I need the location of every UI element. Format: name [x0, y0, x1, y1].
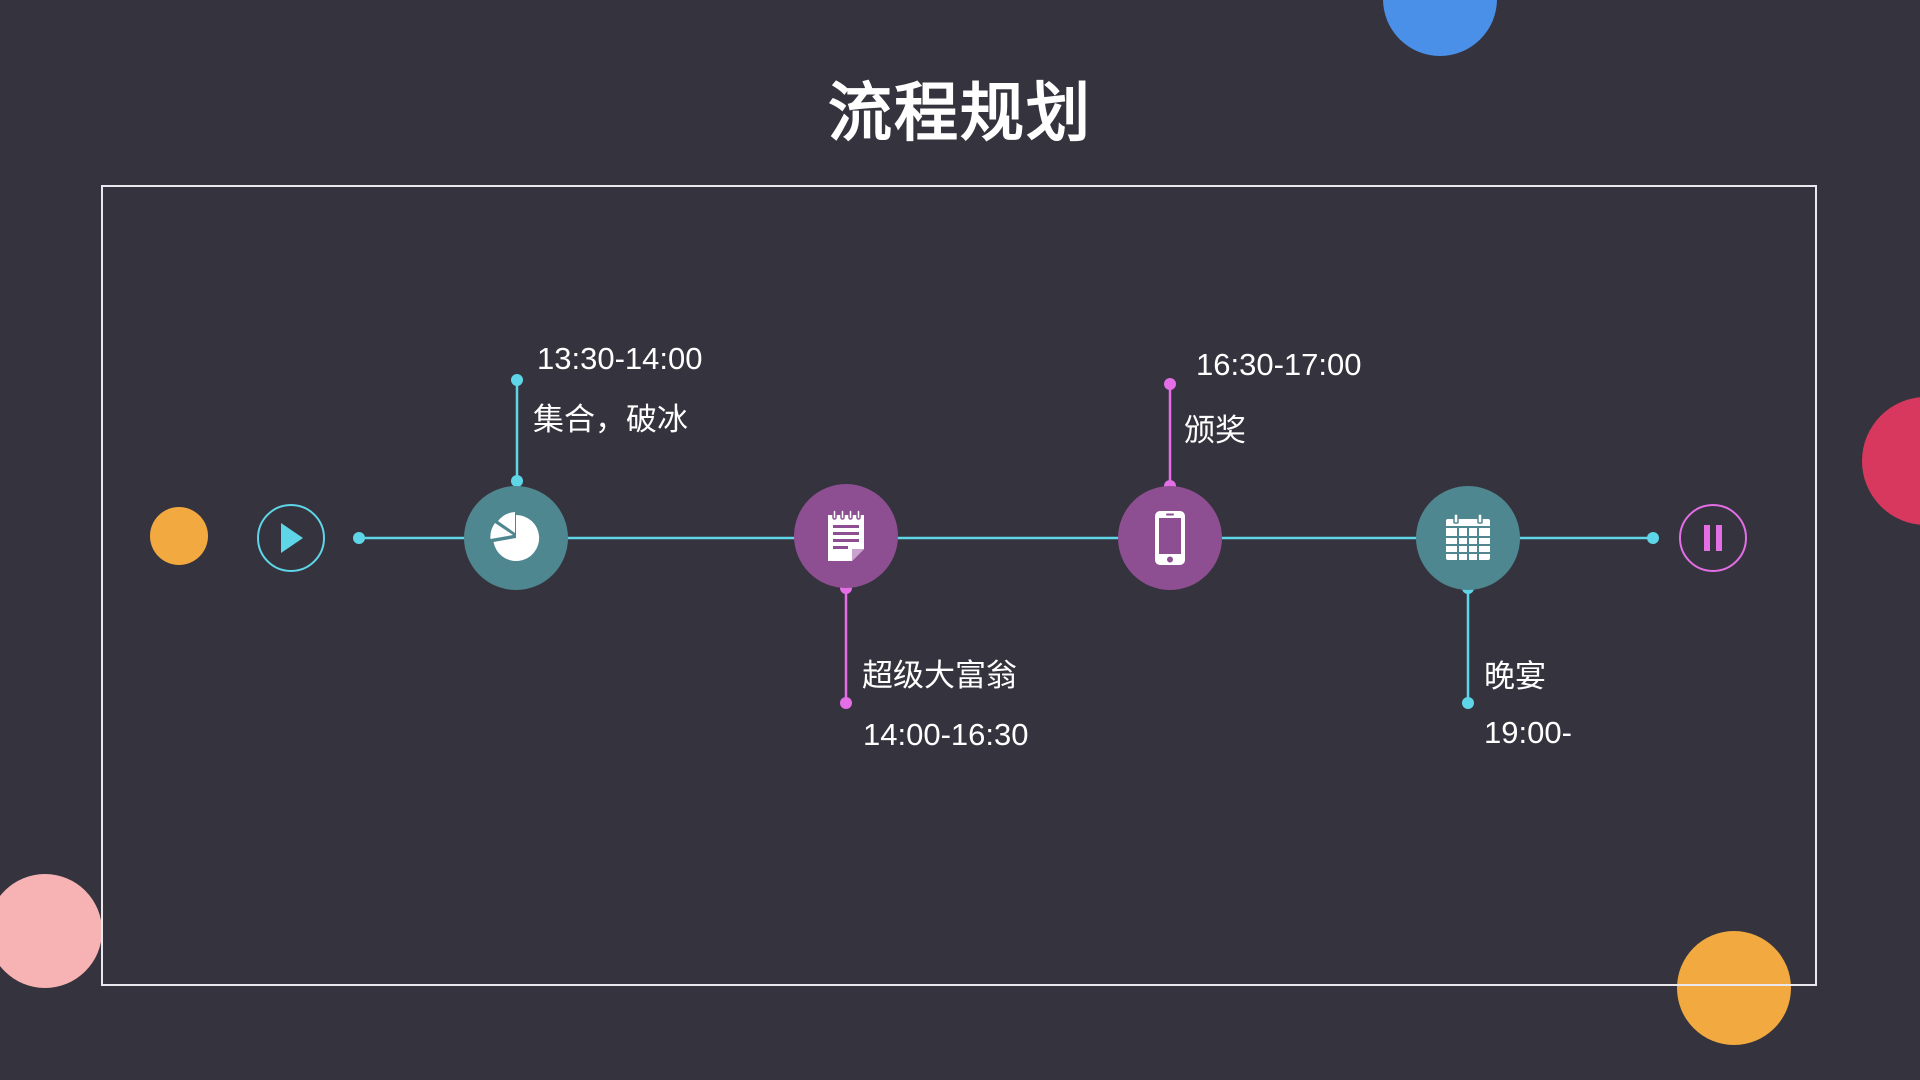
pause-icon [1704, 525, 1722, 551]
smartphone-icon [1155, 511, 1185, 565]
event-2-name: 超级大富翁 [862, 658, 1017, 694]
calendar-icon [1446, 514, 1490, 560]
content-frame [101, 185, 1817, 986]
timeline-start-dot [353, 532, 365, 544]
event-3-name: 颁奖 [1184, 413, 1246, 449]
decorative-dot-orange [150, 507, 208, 565]
event-1-name: 集合，破冰 [533, 402, 688, 438]
pause-button[interactable] [1679, 504, 1747, 572]
event-4-name: 晚宴 [1484, 659, 1546, 695]
connector-1-bottom-dot [511, 475, 523, 487]
play-icon [281, 523, 303, 553]
timeline-node-1[interactable] [464, 486, 568, 590]
connector-4-bottom-dot [1462, 697, 1474, 709]
connector-1-top-dot [511, 374, 523, 386]
timeline-node-3[interactable] [1118, 486, 1222, 590]
event-1-time: 13:30-14:00 [537, 341, 703, 376]
decorative-circle-orange-large [1677, 931, 1791, 1045]
timeline-node-2[interactable] [794, 484, 898, 588]
notepad-icon [828, 509, 864, 561]
timeline-node-4[interactable] [1416, 486, 1520, 590]
event-4-time: 19:00- [1484, 715, 1572, 750]
pie-chart-icon [490, 512, 540, 561]
play-button[interactable] [257, 504, 325, 572]
event-3-time: 16:30-17:00 [1196, 347, 1362, 382]
connector-3-top-dot [1164, 378, 1176, 390]
event-2-time: 14:00-16:30 [863, 717, 1029, 752]
decorative-circle-pink [0, 874, 102, 988]
connector-2-bottom-dot [840, 697, 852, 709]
timeline-end-dot [1647, 532, 1659, 544]
page-title: 流程规划 [828, 77, 1092, 151]
